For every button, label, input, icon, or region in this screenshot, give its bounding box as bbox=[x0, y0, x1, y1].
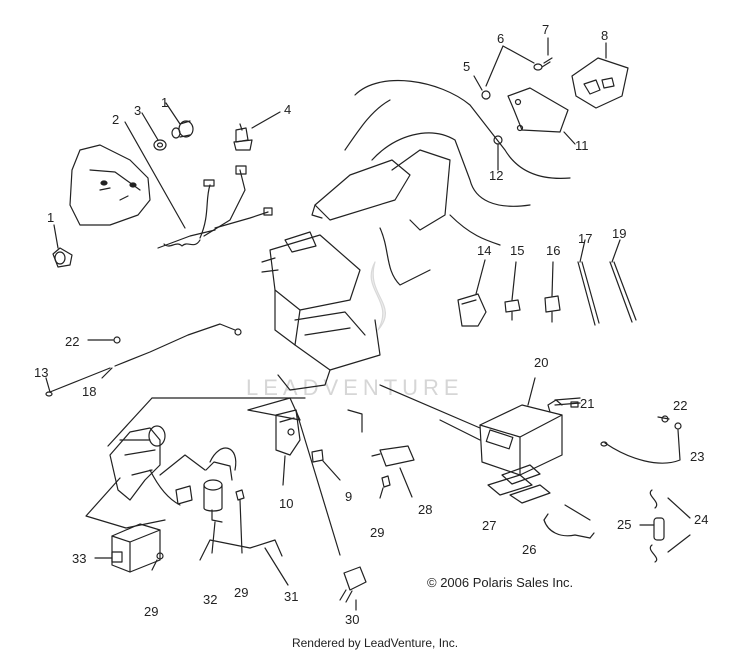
copyright-notice: © 2006 Polaris Sales Inc. bbox=[427, 575, 574, 590]
callout-14: 14 bbox=[477, 243, 491, 258]
callout-6: 6 bbox=[497, 31, 504, 46]
callout-24: 24 bbox=[694, 512, 708, 527]
body-panel bbox=[311, 79, 571, 286]
pads-and-strap bbox=[487, 464, 595, 539]
callout-23: 23 bbox=[690, 449, 704, 464]
parts-left-middle bbox=[45, 323, 242, 397]
callout-5: 5 bbox=[463, 59, 470, 74]
parts-right-middle bbox=[457, 239, 637, 327]
callout-22-left: 22 bbox=[65, 334, 79, 349]
callout-29-center: 29 bbox=[370, 525, 384, 540]
part-30 bbox=[339, 566, 367, 611]
callout-29-bottom: 29 bbox=[144, 604, 158, 619]
callout-13: 13 bbox=[34, 365, 48, 380]
frame bbox=[261, 231, 381, 391]
part-23-cable bbox=[600, 415, 682, 464]
parts-24-25 bbox=[639, 489, 691, 563]
callout-27: 27 bbox=[482, 518, 496, 533]
callout-9: 9 bbox=[345, 489, 352, 504]
callout-31: 31 bbox=[284, 589, 298, 604]
callout-25: 25 bbox=[617, 517, 631, 532]
callout-17: 17 bbox=[578, 231, 592, 246]
rendered-by-footer: Rendered by LeadVenture, Inc. bbox=[291, 636, 459, 650]
callout-7: 7 bbox=[542, 22, 549, 37]
callout-10: 10 bbox=[279, 496, 293, 511]
callout-21: 21 bbox=[580, 396, 594, 411]
parts-lower-left bbox=[85, 397, 306, 586]
callout-26: 26 bbox=[522, 542, 536, 557]
callout-11: 11 bbox=[575, 138, 589, 153]
callout-33: 33 bbox=[72, 551, 86, 566]
callout-8: 8 bbox=[601, 28, 608, 43]
callout-4: 4 bbox=[284, 102, 291, 117]
callout-2: 2 bbox=[112, 112, 119, 127]
callout-30: 30 bbox=[345, 612, 359, 627]
callout-22-right: 22 bbox=[673, 398, 687, 413]
callout-1-bottom: 1 bbox=[47, 210, 54, 225]
part-3 bbox=[141, 112, 167, 151]
callout-29-left: 29 bbox=[234, 585, 248, 600]
callout-1-top: 1 bbox=[161, 95, 168, 110]
callout-16: 16 bbox=[546, 243, 560, 258]
callout-3: 3 bbox=[134, 103, 141, 118]
callout-12: 12 bbox=[489, 168, 503, 183]
watermark-text: LEADVENTURE bbox=[246, 375, 464, 400]
fender-part bbox=[69, 144, 151, 226]
callout-28: 28 bbox=[418, 502, 432, 517]
battery bbox=[379, 377, 581, 476]
callout-19: 19 bbox=[612, 226, 626, 241]
callout-18: 18 bbox=[82, 384, 96, 399]
callout-15: 15 bbox=[510, 243, 524, 258]
callout-labels: 1 2 3 4 1 5 6 7 8 11 12 14 15 16 17 19 2… bbox=[34, 22, 708, 627]
parts-lower-center bbox=[247, 397, 415, 556]
part-1-top bbox=[165, 102, 194, 139]
parts-upper-right bbox=[473, 37, 629, 171]
watermark: LEADVENTURE bbox=[246, 261, 464, 400]
part-2-harness bbox=[124, 121, 273, 249]
part-4 bbox=[233, 111, 281, 151]
callout-20: 20 bbox=[534, 355, 548, 370]
part-1-bottom bbox=[52, 224, 73, 268]
callout-32: 32 bbox=[203, 592, 217, 607]
